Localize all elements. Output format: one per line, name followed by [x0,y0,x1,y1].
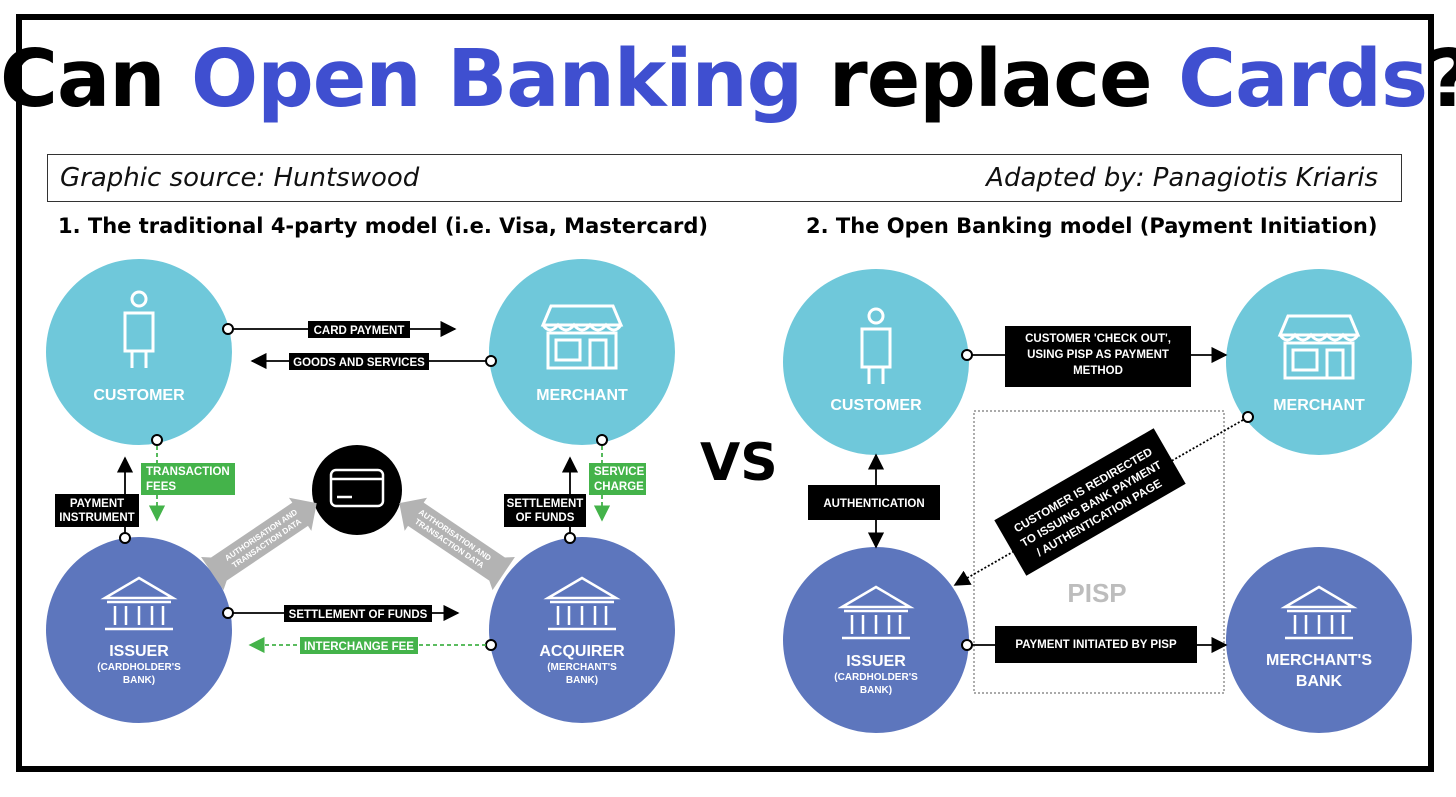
title-part-can: Can [0,33,192,125]
m1-settlement-vertical-arrow: SETTLEMENT OF FUNDS [504,456,586,544]
m2-issuer-sub2: BANK) [860,685,892,696]
title-part-open-banking: Open Banking [191,33,803,125]
m2-checkout-label-1: CUSTOMER 'CHECK OUT', [1025,333,1171,345]
m2-merchant-label: MERCHANT [1273,397,1365,414]
m1-interchange-fee-label: INTERCHANGE FEE [304,641,414,653]
model1-title: 1. The traditional 4-party model (i.e. V… [58,214,708,238]
m2-merchant-bank-label-1: MERCHANT'S [1266,652,1372,669]
title-part-replace: replace [802,33,1179,125]
bank-icon [100,576,178,631]
m1-card-payment-label: CARD PAYMENT [314,325,405,337]
m2-payment-initiated-label: PAYMENT INITIATED BY PISP [1015,639,1177,651]
m2-merchant-bank-label-2: BANK [1296,673,1343,690]
m1-auth-left-arrow: AUTHORISATION AND TRANSACTION DATA [201,497,317,591]
m2-issuer-label: ISSUER [846,653,906,670]
m1-issuer-label: ISSUER [109,643,169,660]
m2-merchant-node: MERCHANT [1226,269,1412,455]
title-part-question: ? [1427,33,1456,125]
m1-service-charge-arrow: SERVICE CHARGE [589,434,646,522]
m1-transaction-fees-arrow: TRANSACTION FEES [141,434,235,522]
m1-settlement-horizontal-arrow: SETTLEMENT OF FUNDS [222,604,460,622]
m1-acquirer-sub1: (MERCHANT'S [547,662,617,673]
m1-payment-instrument-label-1: PAYMENT [70,498,124,510]
card-icon [312,445,402,535]
m1-customer-node: CUSTOMER [46,259,232,445]
m1-service-charge-label-1: SERVICE [594,466,645,478]
m2-authentication-arrow: AUTHENTICATION [808,453,940,549]
m2-merchant-bank-node: MERCHANT'S BANK [1226,547,1412,733]
adapted-by-text: Adapted by: Panagiotis Kriaris [986,163,1378,193]
m1-issuer-sub2: BANK) [123,675,155,686]
model2-title: 2. The Open Banking model (Payment Initi… [806,214,1378,238]
pisp-box [973,410,1225,694]
m1-transaction-fees-label-2: FEES [146,481,176,493]
m1-goods-services-label: GOODS AND SERVICES [293,357,425,369]
m1-payment-instrument-label-2: INSTRUMENT [59,512,134,524]
m1-goods-services-arrow: GOODS AND SERVICES [250,352,497,370]
m2-authentication-label: AUTHENTICATION [823,498,924,510]
m1-acquirer-sub2: BANK) [566,675,598,686]
m2-checkout-arrow: CUSTOMER 'CHECK OUT', USING PISP AS PAYM… [961,326,1228,387]
m1-payment-instrument-arrow: PAYMENT INSTRUMENT [55,456,139,544]
vs-label: VS [700,433,778,493]
m1-merchant-label: MERCHANT [536,387,628,404]
title-part-cards: Cards [1178,33,1428,125]
graphic-source-text: Graphic source: Huntswood [60,163,420,193]
m2-customer-label: CUSTOMER [830,397,922,414]
m1-interchange-fee-arrow: INTERCHANGE FEE [248,636,497,654]
m1-transaction-fees-label-1: TRANSACTION [146,466,230,478]
m1-settlement-h-label: SETTLEMENT OF FUNDS [289,609,428,621]
person-icon [860,307,892,384]
m2-payment-initiated-arrow: PAYMENT INITIATED BY PISP [961,626,1228,663]
pisp-label: PISP [1067,578,1126,608]
m1-settlement-v-label-2: OF FUNDS [516,512,575,524]
m2-redirect-arrow: CUSTOMER IS REDIRECTED TO ISSUING BANK P… [953,411,1254,586]
m1-service-charge-label-2: CHARGE [594,481,644,493]
m1-customer-label: CUSTOMER [93,387,185,404]
m2-issuer-sub1: (CARDHOLDER'S [834,672,918,683]
source-box [47,154,1402,202]
store-icon [1277,314,1361,380]
page-title: Can Open Banking replace Cards? [0,24,1456,134]
m1-issuer-node: ISSUER (CARDHOLDER'S BANK) [46,537,232,723]
m1-auth-right-arrow: AUTHORISATION AND TRANSACTION DATA [399,497,515,591]
m1-merchant-node: MERCHANT [489,259,675,445]
m2-checkout-label-2: USING PISP AS PAYMENT [1027,349,1169,361]
m1-acquirer-label: ACQUIRER [539,643,625,660]
bank-icon [543,576,621,631]
m1-card-payment-arrow: CARD PAYMENT [222,320,457,338]
m2-customer-node: CUSTOMER [783,269,969,455]
store-icon [540,304,624,370]
m1-settlement-v-label-1: SETTLEMENT [507,498,584,510]
m2-checkout-label-3: METHOD [1073,365,1123,377]
m1-issuer-sub1: (CARDHOLDER'S [97,662,181,673]
m1-acquirer-node: ACQUIRER (MERCHANT'S BANK) [489,537,675,723]
bank-icon [837,585,915,640]
person-icon [123,290,155,368]
bank-icon [1280,585,1358,640]
m2-issuer-node: ISSUER (CARDHOLDER'S BANK) [783,547,969,733]
